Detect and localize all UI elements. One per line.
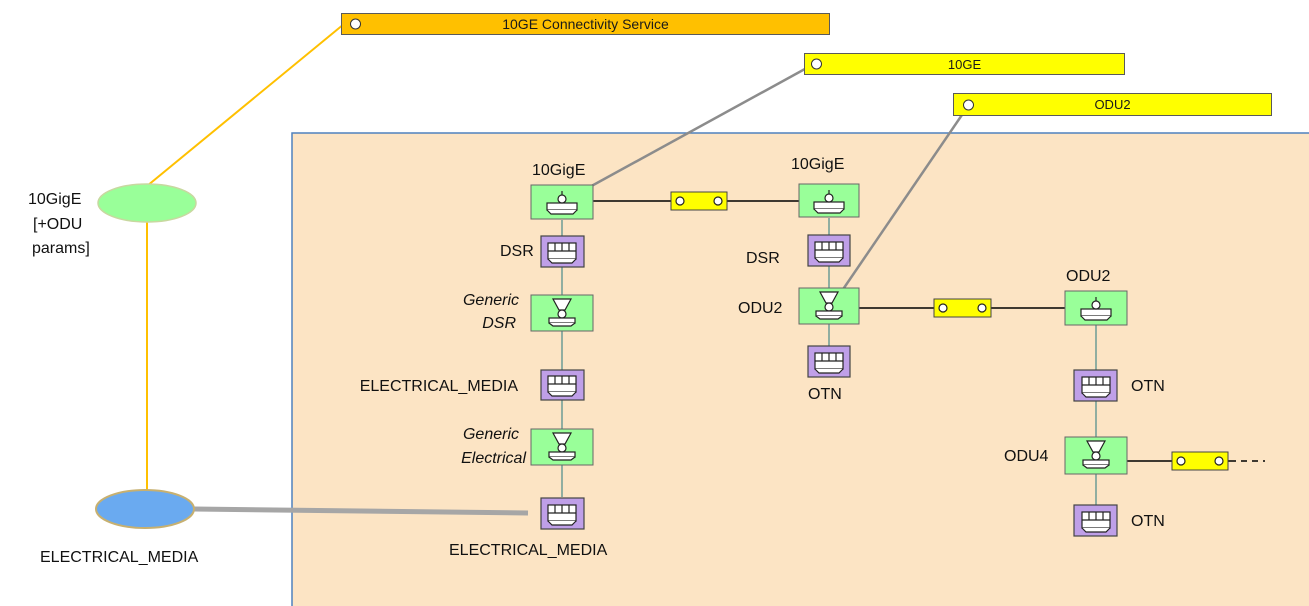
stack1-generic-electrical-node[interactable] (530, 428, 594, 466)
link-connection-odu4[interactable] (1171, 451, 1229, 471)
stack1-generic-dsr-label-2: DSR (482, 315, 516, 332)
odu2-service-label: ODU2 (1094, 97, 1131, 112)
stack2-10gige-node[interactable] (798, 183, 860, 218)
stack3-odu4-label: ODU4 (1004, 448, 1049, 465)
gige-label-line1: 10GigE (28, 191, 82, 208)
stack2-otn-label: OTN (808, 386, 842, 403)
gige-label-line3: params] (32, 240, 90, 257)
connectivity-service-label: 10GE Connectivity Service (502, 16, 669, 32)
connectivity-endpoint-icon (350, 18, 361, 30)
link-service-to-gige (146, 23, 345, 187)
electrical-media-ellipse[interactable] (95, 489, 195, 529)
stack1-bottom-label: ELECTRICAL_MEDIA (449, 542, 608, 559)
stack3-otn-node[interactable] (1073, 369, 1118, 402)
odu2-endpoint-icon (963, 99, 974, 110)
stack3-otn2-node[interactable] (1073, 504, 1118, 537)
gige-service-ellipse[interactable] (97, 183, 197, 223)
stack1-generic-dsr-node[interactable] (530, 294, 594, 332)
stack1-bottom-media-node[interactable] (540, 497, 585, 530)
stack1-generic-elec-label-2: Electrical (461, 450, 526, 467)
stack1-electrical-media-node[interactable] (540, 369, 585, 401)
link-odu2-bar (831, 108, 968, 305)
stack1-dsr-label: DSR (500, 243, 534, 260)
stack2-odu2-node[interactable] (798, 287, 860, 325)
stack1-dsr-node[interactable] (540, 235, 585, 268)
stack1-generic-dsr-label-1: Generic (462, 292, 519, 309)
link-connection-odu2[interactable] (933, 298, 992, 318)
stack3-odu2-node[interactable] (1064, 290, 1128, 326)
stack2-odu2-label: ODU2 (738, 300, 783, 317)
stack2-top-label: 10GigE (791, 156, 845, 173)
ge10-service-label: 10GE (947, 56, 982, 72)
stack1-generic-elec-label-1: Generic (462, 426, 519, 443)
electrical-media-ellipse-label: ELECTRICAL_MEDIA (40, 549, 199, 566)
link-10ge-bar (565, 62, 815, 202)
stack1-electrical-media-label: ELECTRICAL_MEDIA (359, 378, 518, 395)
link-media-ellipse-to-node (193, 506, 529, 516)
stack1-10gige-node[interactable] (530, 184, 594, 220)
stack1-top-label: 10GigE (532, 162, 586, 179)
ge10-endpoint-icon (811, 58, 822, 70)
stack3-odu4-node[interactable] (1064, 436, 1128, 475)
stack2-dsr-label: DSR (746, 250, 780, 267)
gige-label-line2: [+ODU (33, 216, 83, 233)
connectivity-service-bar[interactable]: 10GE Connectivity Service (341, 13, 830, 35)
odu2-service-bar[interactable]: ODU2 (953, 93, 1272, 116)
stack3-otn2-label: OTN (1131, 513, 1165, 530)
stack3-otn1-label: OTN (1131, 378, 1165, 395)
stack2-otn-node[interactable] (807, 345, 851, 378)
stack3-top-label: ODU2 (1066, 268, 1111, 285)
stack2-dsr-node[interactable] (807, 234, 851, 267)
ge10-service-bar[interactable]: 10GE (804, 53, 1125, 75)
link-connection-10gige[interactable] (670, 191, 728, 211)
